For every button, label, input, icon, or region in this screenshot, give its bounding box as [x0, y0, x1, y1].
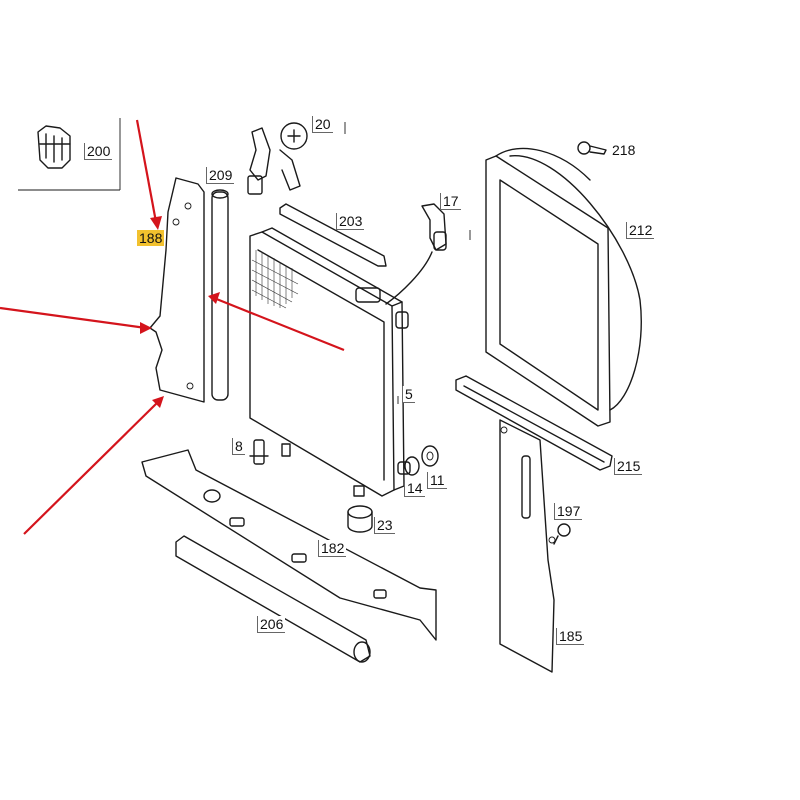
- cross-member-182: [141, 449, 437, 641]
- grommet-23: [347, 505, 373, 533]
- radiator-5: [249, 227, 411, 497]
- rubber-strip-206: [175, 535, 371, 663]
- side-panel-185: [499, 419, 556, 673]
- callout-8: 8: [232, 438, 245, 455]
- red-arrow-top: [135, 119, 162, 230]
- inset-frame-200: [18, 118, 121, 191]
- red-arrow-center: [208, 292, 345, 352]
- fastener-8: [249, 439, 269, 465]
- rail-215: [455, 375, 613, 471]
- callout-5: 5: [402, 386, 415, 403]
- clip-part-200: [37, 125, 71, 169]
- callout-14: 14: [404, 480, 425, 497]
- callout-182: 182: [318, 540, 347, 557]
- callout-212: 212: [626, 222, 655, 239]
- washer-14: [404, 456, 420, 476]
- red-arrow-bottom: [23, 396, 164, 535]
- air-guide-188: [149, 177, 205, 403]
- screw-197: [553, 523, 571, 545]
- nut-11: [421, 445, 439, 467]
- callout-20: 20: [312, 116, 333, 133]
- fan-shroud-212: [485, 147, 642, 427]
- seal-strip-203: [279, 203, 387, 267]
- bracket-20: [247, 122, 308, 195]
- screw-218: [577, 141, 607, 155]
- leader-lines: [344, 122, 471, 404]
- callout-206: 206: [257, 616, 286, 633]
- callout-203: 203: [336, 213, 365, 230]
- callout-200: 200: [84, 143, 113, 160]
- red-arrow-left: [0, 306, 152, 334]
- callout-218: 218: [610, 142, 638, 158]
- hose-connector-17: [385, 203, 447, 305]
- callout-11: 11: [427, 472, 447, 489]
- callout-17: 17: [440, 193, 461, 210]
- callout-185: 185: [556, 628, 585, 645]
- callout-215: 215: [614, 458, 643, 475]
- callout-23: 23: [374, 517, 395, 534]
- callout-209: 209: [206, 167, 235, 184]
- callout-197: 197: [554, 503, 583, 520]
- callout-188: 188: [137, 230, 165, 246]
